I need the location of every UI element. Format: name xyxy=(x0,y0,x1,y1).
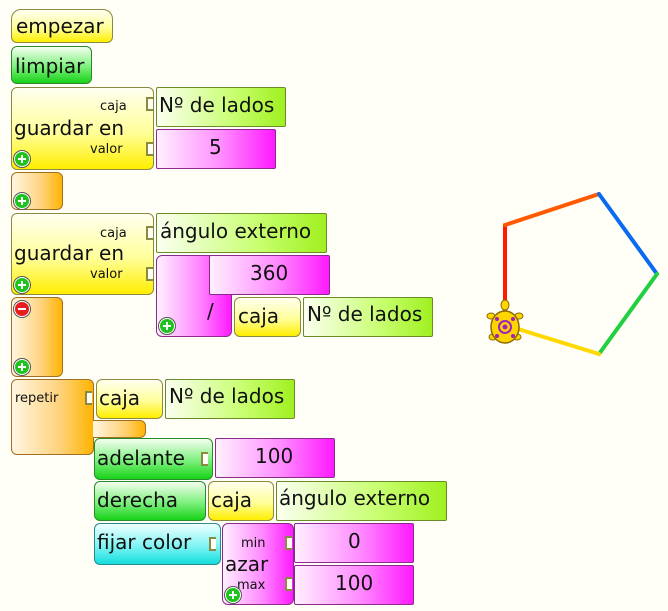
store-block-2-label: guardar en xyxy=(14,241,125,265)
start-block[interactable]: empezar xyxy=(11,9,113,43)
box-read-label: caja xyxy=(99,386,141,410)
number-text: 360 xyxy=(250,261,289,285)
socket xyxy=(146,267,153,281)
right-block-label: derecha xyxy=(97,488,179,512)
turtle-icon xyxy=(486,299,524,344)
empty-block[interactable] xyxy=(11,297,63,377)
plus-circle-icon[interactable] xyxy=(14,193,30,209)
repeat-block-label: repetir xyxy=(15,391,59,406)
turtle-canvas xyxy=(486,192,659,356)
box-name-value[interactable]: ángulo externo xyxy=(276,481,447,521)
box-name-text: Nº de lados xyxy=(307,302,423,326)
number-value[interactable]: 0 xyxy=(294,523,414,563)
number-value[interactable]: 100 xyxy=(294,565,414,605)
plus-circle-icon[interactable] xyxy=(14,277,30,293)
pentagon-edge xyxy=(597,192,659,276)
box-name-text: ángulo externo xyxy=(279,486,431,510)
box-name-text: ángulo externo xyxy=(160,219,312,243)
box-read-block[interactable]: caja xyxy=(234,297,301,337)
store-block-2[interactable]: caja guardar en valor xyxy=(11,213,154,295)
box-name-value[interactable]: Nº de lados xyxy=(303,297,433,337)
repeat-block[interactable]: repetir xyxy=(11,379,94,455)
pentagon-edge xyxy=(503,192,601,227)
repeat-block-arm xyxy=(93,420,146,438)
number-value[interactable]: 5 xyxy=(156,129,276,169)
plus-circle-icon[interactable] xyxy=(225,587,241,603)
box-read-block[interactable]: caja xyxy=(96,379,163,419)
store-block-1-box-label: caja xyxy=(100,99,127,114)
right-block[interactable]: derecha xyxy=(94,481,206,521)
forward-block-label: adelante xyxy=(97,446,185,470)
box-name-value[interactable]: ángulo externo xyxy=(156,213,327,253)
pentagon-edge xyxy=(503,323,601,356)
box-name-value[interactable]: Nº de lados xyxy=(165,379,295,419)
empty-block[interactable] xyxy=(11,172,63,210)
random-block-label: azar xyxy=(225,552,269,576)
store-block-1-value-label: valor xyxy=(90,142,123,157)
minus-circle-icon[interactable] xyxy=(14,301,30,317)
box-name-text: Nº de lados xyxy=(169,384,285,408)
box-name-text: Nº de lados xyxy=(159,93,275,117)
socket xyxy=(146,97,153,111)
socket xyxy=(201,452,208,466)
socket xyxy=(85,391,92,405)
socket xyxy=(146,142,153,156)
socket xyxy=(285,536,292,550)
plus-circle-icon[interactable] xyxy=(14,359,30,375)
set-color-block-label: fijar color xyxy=(97,530,192,554)
box-read-label: caja xyxy=(211,488,253,512)
plus-circle-icon[interactable] xyxy=(14,151,30,167)
store-block-2-box-label: caja xyxy=(100,226,127,241)
forward-block[interactable]: adelante xyxy=(94,438,213,480)
store-block-2-value-label: valor xyxy=(90,267,123,282)
number-text: 100 xyxy=(335,571,374,595)
clear-block[interactable]: limpiar xyxy=(11,46,92,84)
divide-operator: / xyxy=(207,299,214,323)
clear-block-label: limpiar xyxy=(15,54,85,78)
box-name-value[interactable]: Nº de lados xyxy=(156,87,286,127)
random-block[interactable]: min azar max xyxy=(222,523,294,605)
random-min-label: min xyxy=(241,536,266,551)
set-color-block[interactable]: fijar color xyxy=(94,523,221,565)
start-block-label: empezar xyxy=(16,14,104,38)
store-block-1-label: guardar en xyxy=(14,116,125,140)
box-read-block[interactable]: caja xyxy=(208,481,274,521)
socket xyxy=(209,537,216,551)
store-block-1[interactable]: caja guardar en valor xyxy=(11,87,154,170)
random-max-label: max xyxy=(237,578,266,593)
number-text: 0 xyxy=(348,529,361,553)
number-value[interactable]: 100 xyxy=(215,438,335,478)
number-text: 5 xyxy=(209,135,222,159)
pentagon-edge xyxy=(597,272,659,356)
plus-circle-icon[interactable] xyxy=(159,318,175,334)
socket xyxy=(285,577,292,591)
number-text: 100 xyxy=(255,444,294,468)
socket xyxy=(146,226,153,240)
number-value[interactable]: 360 xyxy=(209,255,330,295)
box-read-label: caja xyxy=(238,304,280,328)
